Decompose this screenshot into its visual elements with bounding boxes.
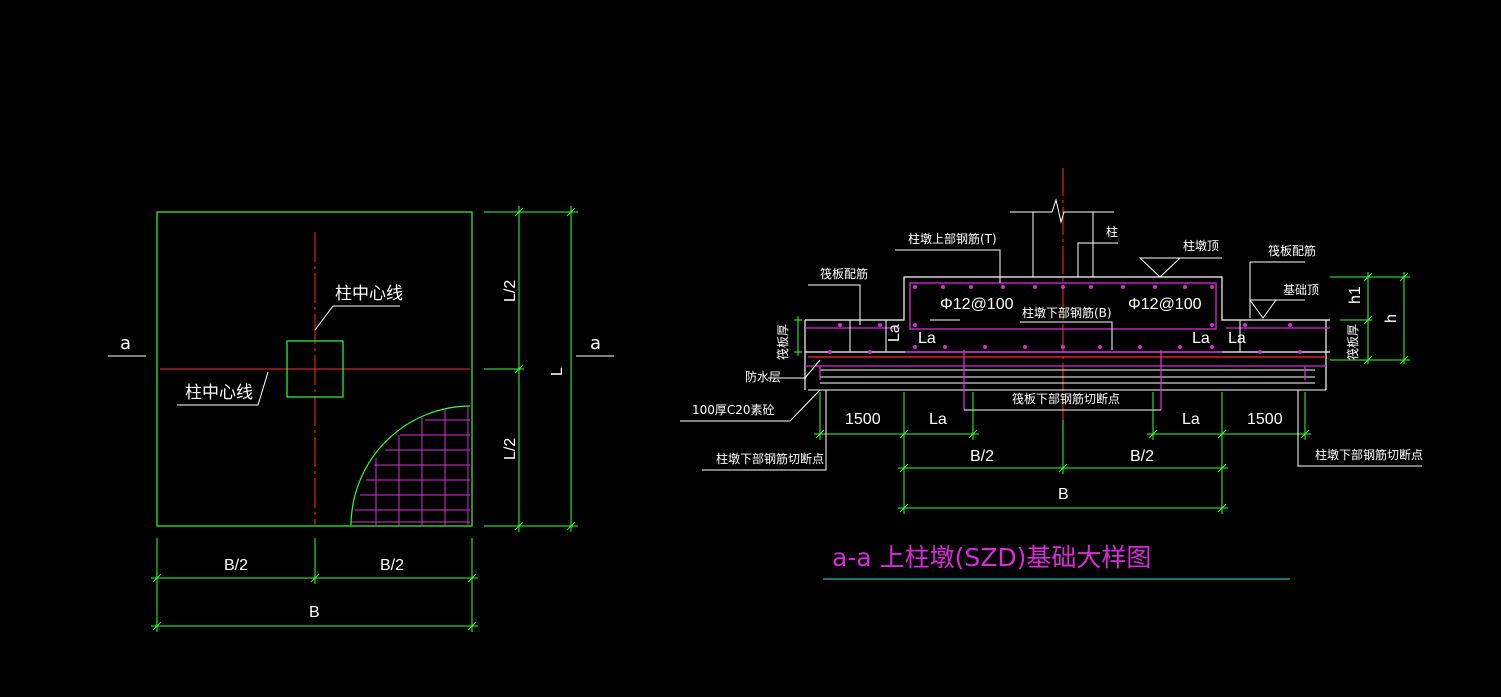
drawing-title: a-a 上柱墩(SZD)基础大样图 — [832, 543, 1151, 572]
section-dim-half-b-left: B/2 — [970, 448, 994, 465]
plan-view: a a 柱中心线 柱中心线 B/2 B/2 B — [108, 206, 614, 632]
label-pier-cut-right: 柱墩下部钢筋切断点 — [1315, 447, 1423, 462]
label-stirrup-left: Φ12@100 — [940, 296, 1014, 313]
center-label-top: 柱中心线 — [335, 284, 403, 304]
label-column: 柱 — [1106, 224, 1118, 239]
pier-top-triangle — [1138, 257, 1182, 278]
center-label-top-leader — [314, 305, 400, 331]
center-label-left-leader — [177, 371, 269, 406]
section-dim-b: B — [1058, 486, 1069, 503]
plan-dim-l: L — [549, 367, 566, 376]
label-pier-bottom-rebar: 柱墩下部钢筋(B) — [1022, 305, 1112, 320]
label-raft-rebar-left: 筏板配筋 — [820, 266, 868, 281]
plan-dim-half-l-top: L/2 — [502, 280, 519, 302]
center-label-left: 柱中心线 — [185, 383, 253, 403]
dim-1500-left: 1500 — [845, 411, 881, 428]
label-la-2: La — [918, 330, 936, 347]
dim-la-right: La — [1182, 411, 1200, 428]
plan-dim-half-b-left: B/2 — [224, 557, 248, 574]
plan-dim-b: B — [309, 604, 320, 621]
label-pier-top: 柱墩顶 — [1183, 238, 1219, 253]
label-raft-thk-left: 筏板厚 — [776, 324, 790, 360]
rebar-grid-hatch — [350, 405, 471, 526]
dim-1500-right: 1500 — [1247, 411, 1283, 428]
label-la-3: La — [1192, 330, 1210, 347]
label-foundation-top: 基础顶 — [1283, 283, 1319, 297]
cut-right-leader — [1297, 390, 1422, 467]
raft-thickness-dim-left — [794, 316, 802, 356]
dim-h: h — [1383, 314, 1400, 323]
dim-h1: h1 — [1347, 286, 1364, 304]
section-mark-right: a — [590, 333, 601, 354]
label-raft-cut: 筏板下部钢筋切断点 — [1012, 391, 1120, 406]
pier-section-outline — [804, 276, 1330, 390]
section-dim-half-b-right: B/2 — [1130, 448, 1154, 465]
section-view: 柱墩顶 基础顶 柱墩上部钢筋(T) 柱 筏板配筋 筏板配筋 Φ12@100 Φ1… — [680, 168, 1423, 514]
plan-bottom-dims — [151, 538, 478, 632]
plan-right-dims — [484, 206, 578, 532]
cut-left-leader — [702, 390, 827, 471]
rebar-dots — [828, 285, 1302, 354]
plan-dim-half-b-right: B/2 — [380, 557, 404, 574]
label-la-1: La — [886, 324, 903, 342]
label-concrete: 100厚C20素砼 — [692, 403, 775, 417]
rebar-lines — [805, 282, 1330, 410]
bottom-layers — [808, 369, 1326, 391]
label-la-4: La — [1228, 330, 1246, 347]
section-mark-left: a — [120, 333, 131, 354]
column-outline — [286, 340, 344, 398]
dim-la-left: La — [929, 411, 947, 428]
section-right-dims — [1330, 272, 1410, 365]
label-stirrup-right: Φ12@100 — [1128, 296, 1202, 313]
plan-dim-half-l-bottom: L/2 — [502, 438, 519, 460]
foundation-top-triangle — [1249, 299, 1277, 319]
section-bottom-dims — [814, 392, 1311, 514]
label-pier-top-rebar: 柱墩上部钢筋(T) — [908, 231, 997, 246]
label-raft-thk-right: 筏板厚 — [1346, 324, 1360, 360]
column-stub — [1010, 198, 1114, 277]
label-pier-cut-left: 柱墩下部钢筋切断点 — [716, 451, 824, 466]
label-waterproof: 防水层 — [745, 369, 781, 384]
pier-plan-outline — [156, 211, 473, 527]
section-leaders — [680, 242, 1305, 422]
label-raft-rebar-right: 筏板配筋 — [1268, 243, 1316, 258]
